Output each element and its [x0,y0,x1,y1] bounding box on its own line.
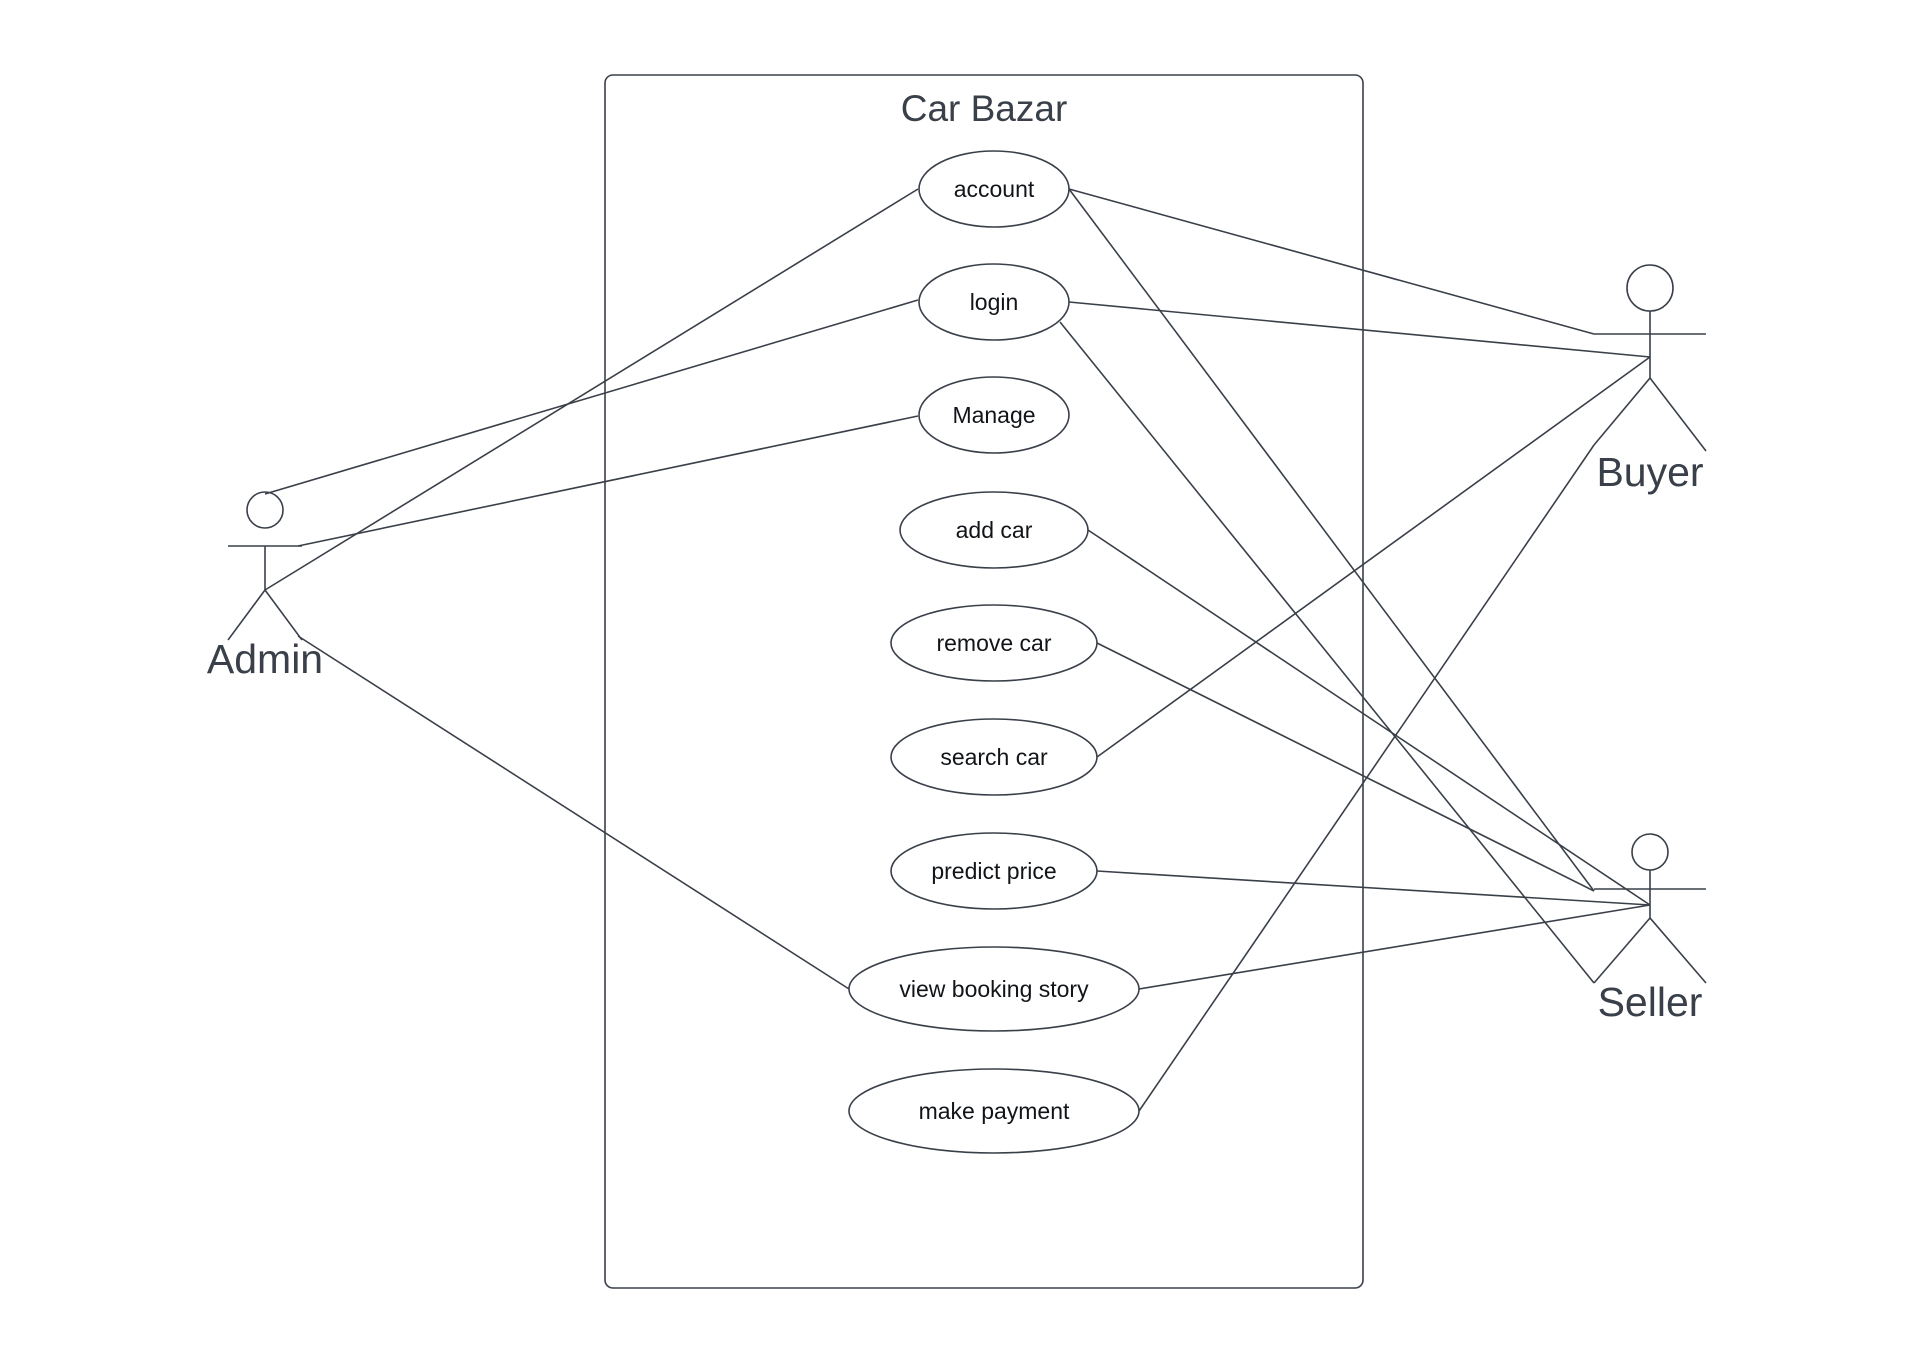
use-case-manage-shape [918,376,1070,454]
use-case-remove-car-shape [890,604,1098,682]
actor-seller-label: Seller [1598,979,1703,1025]
use-case-manage: Manage [918,376,1070,454]
association-admin-manage [297,415,919,547]
use-case-manage-label: Manage [952,402,1035,428]
use-case-account: account [918,150,1070,228]
use-case-account-shape [918,150,1070,228]
association-add-car-seller [1087,529,1651,906]
use-case-make-payment-label: make payment [919,1098,1070,1124]
actor-seller-head [1631,833,1669,871]
associations [264,188,1651,1112]
use-case-login-label: login [970,289,1019,315]
association-predict-price-seller [1096,870,1651,906]
actor-admin-left-leg [227,589,266,641]
actor-seller: Seller [1593,833,1707,1025]
actor-admin-head [246,491,284,529]
actor-seller-right-leg [1649,917,1707,984]
association-admin-account [264,188,919,591]
use-case-add-car-shape [899,491,1089,569]
use-case-make-payment: make payment [848,1068,1140,1154]
use-case-remove-car: remove car [890,604,1098,682]
association-login-seller [1059,321,1595,984]
actor-admin: Admin [207,491,323,682]
actor-buyer-head [1626,264,1674,312]
actor-buyer-label: Buyer [1596,449,1703,495]
system-boundary [604,74,1364,1289]
association-admin-view-booking-story [297,635,850,990]
use-case-search-car: search car [890,718,1098,796]
association-remove-car-seller [1096,642,1595,892]
actor-seller-left-leg [1593,917,1651,984]
use-case-predict-price-shape [890,832,1098,910]
association-account-seller [1068,188,1595,892]
use-case-view-booking-story-shape [848,946,1140,1032]
use-case-login-shape [918,263,1070,341]
system-title: Car Bazar [901,88,1068,129]
use-case-login: login [918,263,1070,341]
actor-buyer-left-leg [1593,377,1651,446]
use-case-view-booking-story-label: view booking story [899,976,1089,1002]
use-case-search-car-label: search car [940,744,1048,770]
use-case-add-car-label: add car [956,517,1033,543]
use-case-remove-car-label: remove car [936,630,1051,656]
use-case-make-payment-shape [848,1068,1140,1154]
actor-admin-right-leg [264,589,303,641]
use-case-view-booking-story: view booking story [848,946,1140,1032]
use-case-predict-price-label: predict price [931,858,1056,884]
association-search-car-buyer [1096,356,1651,758]
actor-admin-label: Admin [207,636,323,682]
association-admin-login [264,299,919,495]
association-login-buyer [1068,301,1651,358]
association-view-booking-story-seller [1138,904,1651,990]
actor-buyer-right-leg [1649,377,1707,452]
use-case-search-car-shape [890,718,1098,796]
association-account-buyer [1068,188,1595,335]
use-case-account-label: account [954,176,1035,202]
actor-buyer: Buyer [1593,264,1707,495]
use-case-predict-price: predict price [890,832,1098,910]
use-case-add-car: add car [899,491,1089,569]
